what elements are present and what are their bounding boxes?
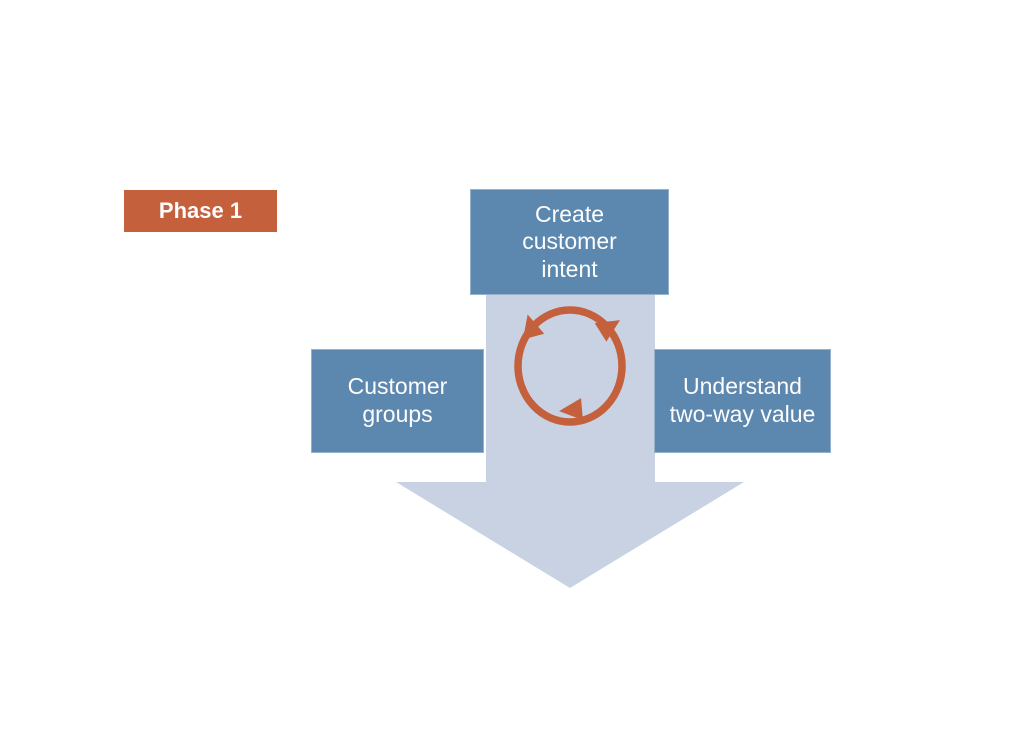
phase-badge: Phase 1 — [124, 190, 277, 232]
cycle-arrowhead-top-right — [594, 320, 621, 342]
node-customer-groups: Customer groups — [311, 349, 484, 453]
node-create-customer-intent-label: Create customer intent — [522, 200, 617, 282]
cycle-arrowhead-bottom — [559, 398, 583, 421]
node-understand-two-way-value-label: Understand two-way value — [669, 373, 816, 427]
cycle-arrows-icon — [514, 306, 626, 426]
cycle-ring — [514, 306, 626, 426]
node-customer-groups-label: Customer groups — [347, 373, 448, 427]
phase-label: Phase 1 — [158, 198, 243, 223]
node-understand-two-way-value: Understand two-way value — [654, 349, 831, 453]
cycle-arrowhead-top-left — [522, 314, 545, 340]
node-create-customer-intent: Create customer intent — [470, 189, 669, 295]
